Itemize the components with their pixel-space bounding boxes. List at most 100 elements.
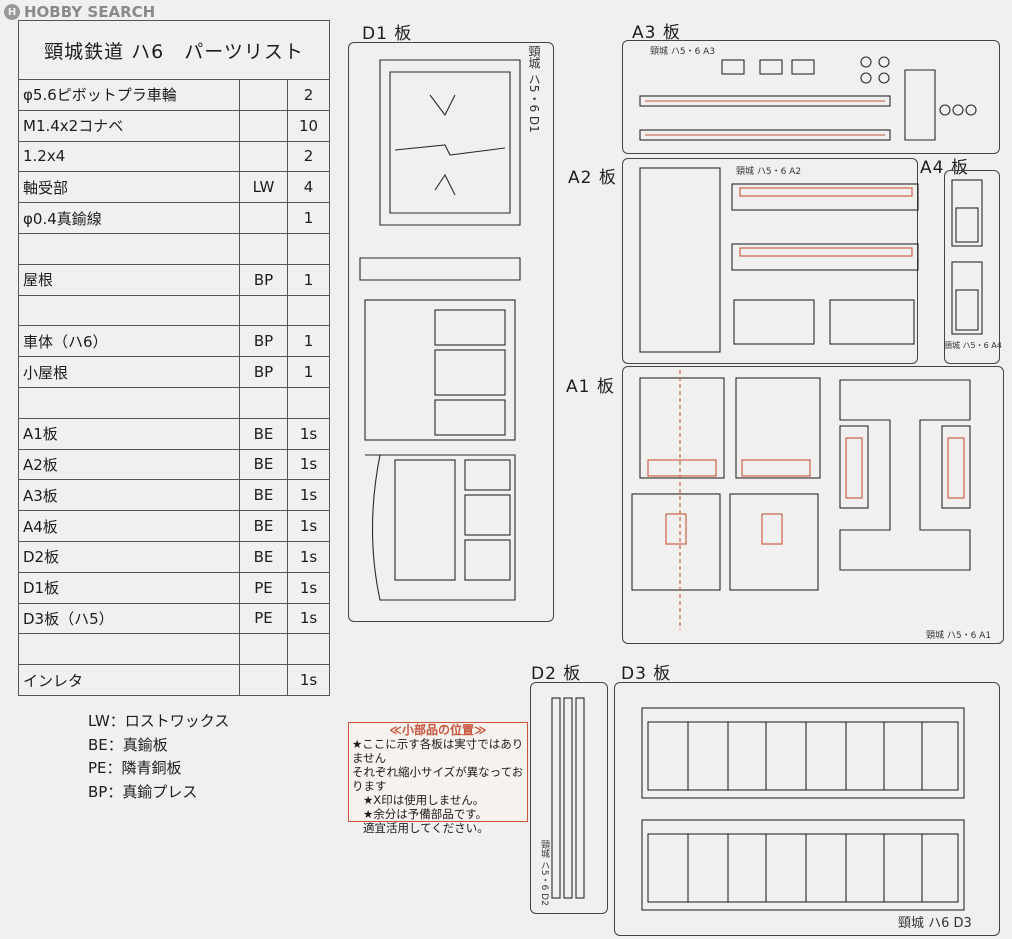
sheet-label-a2: A2 板 — [568, 168, 617, 188]
watermark-text: HOBBY SEARCH — [24, 3, 156, 21]
sheet-label-a4: A4 板 — [920, 158, 969, 178]
part-name-cell: D2板 — [18, 540, 240, 573]
part-qty-cell: 4 — [286, 171, 331, 204]
note-line: 適宜活用してください。 — [363, 821, 489, 835]
etching-sheet-d3 — [614, 682, 1000, 936]
etching-sheet-d2 — [530, 682, 608, 914]
parts-row — [18, 294, 331, 327]
sheet-label-d2: D2 板 — [531, 664, 582, 684]
part-material-cell: PE — [238, 602, 288, 635]
part-material-cell: BP — [238, 263, 288, 296]
etching-sheet-a4 — [944, 170, 1000, 364]
d1-underframe-part — [379, 59, 521, 226]
sheet-stamp-d3: 頸城 ハ6 D3 — [898, 916, 972, 931]
part-name-cell: D1板 — [18, 571, 240, 604]
part-qty-cell: 1s — [286, 571, 331, 604]
part-material-cell: BE — [238, 479, 288, 512]
part-name-cell: φ5.6ピボットプラ車輪 — [18, 79, 240, 111]
small-parts-note: ≪小部品の位置≫ ★ここに示す各板は実寸ではありません それぞれ縮小サイズが異な… — [348, 722, 528, 835]
etching-sheet-a3 — [622, 40, 1000, 154]
a3-brake-parts — [639, 56, 977, 141]
a1-highlight-lines — [647, 370, 965, 630]
parts-row: φ5.6ピボットプラ車輪 2 — [18, 79, 331, 111]
watermark: H HOBBY SEARCH — [4, 3, 155, 21]
part-name-cell: D3板（ハ5） — [18, 602, 240, 635]
part-material-cell — [238, 109, 288, 142]
note-line: ★余分は予備部品です。 — [363, 807, 488, 821]
sheet-stamp-a2: 頸城 ハ5・6 A2 — [736, 167, 802, 177]
d2-handrail-parts — [551, 697, 585, 899]
d3-side-window-panels — [641, 707, 965, 911]
sheet-stamp-a1: 頸城 ハ5・6 A1 — [926, 631, 992, 641]
material-legend: LW：ロストワックス BE：真鍮板 PE：隣青銅板 BP：真鍮プレス — [88, 710, 229, 804]
parts-row — [18, 232, 331, 265]
a2-floor-parts — [639, 167, 919, 353]
a3-highlight-lines — [645, 100, 885, 136]
part-name-cell: 車体（ハ6） — [18, 325, 240, 358]
sheet-stamp-a3: 頸城 ハ5・6 A3 — [650, 47, 716, 57]
part-name-cell: 軸受部 — [18, 171, 240, 204]
note-line: ★ここに示す各板は実寸ではありません — [352, 737, 524, 765]
part-material-cell: BE — [238, 510, 288, 542]
etching-sheet-d1 — [348, 42, 554, 622]
a2-highlight-lines — [739, 187, 913, 257]
part-name-cell: M1.4x2コナベ — [18, 109, 240, 142]
sheet-label-d1: D1 板 — [362, 24, 413, 44]
part-qty-cell: 2 — [286, 79, 331, 111]
d1-side-panels — [359, 257, 521, 601]
sheet-stamp-a4: 頸城 ハ5・6 A4 — [944, 341, 1002, 350]
sheet-label-d3: D3 板 — [621, 664, 672, 684]
parts-row: インレタ 1s — [18, 664, 331, 696]
part-material-cell: BE — [238, 448, 288, 481]
part-name-cell: 屋根 — [18, 263, 240, 296]
etching-sheet-a1 — [622, 366, 1004, 644]
part-qty-cell: 1s — [286, 448, 331, 481]
sheet-label-a1: A1 板 — [566, 377, 615, 397]
part-qty-cell — [286, 232, 331, 265]
parts-row — [18, 633, 331, 666]
legend-item: BP：真鍮プレス — [88, 782, 198, 801]
part-material-cell — [238, 232, 288, 265]
part-name-cell: インレタ — [18, 664, 240, 696]
a4-window-parts — [951, 179, 983, 335]
part-qty-cell: 10 — [286, 109, 331, 142]
part-name-cell — [18, 294, 240, 327]
note-line: それぞれ縮小サイズが異なっております — [352, 765, 524, 793]
parts-row: M1.4x2コナベ 10 — [18, 109, 331, 142]
part-material-cell: BP — [238, 325, 288, 358]
part-name-cell: 1.2x4 — [18, 140, 240, 173]
part-material-cell: BE — [238, 417, 288, 450]
hobbysearch-logo-icon: H — [4, 4, 20, 20]
part-material-cell: LW — [238, 171, 288, 204]
part-qty-cell: 1s — [286, 540, 331, 573]
a1-end-parts — [631, 377, 971, 591]
note-title: ≪小部品の位置≫ — [389, 723, 487, 737]
part-material-cell: BE — [238, 540, 288, 573]
sheet-stamp-d1: 頸城 ハ5・6 D1 — [527, 45, 541, 133]
legend-item: PE：隣青銅板 — [88, 759, 182, 777]
part-name-cell — [18, 633, 240, 666]
parts-list-title: 頸城鉄道 ハ6 パーツリスト — [18, 20, 330, 80]
part-name-cell — [18, 232, 240, 265]
sheet-stamp-d2: 頸城 ハ5・6 D2 — [539, 840, 549, 906]
note-line: ★X印は使用しません。 — [363, 793, 485, 807]
part-qty-cell: 1s — [286, 664, 331, 696]
legend-item: BE：真鍮板 — [88, 735, 168, 754]
part-qty-cell: 1s — [286, 479, 331, 512]
parts-list-title-row: 頸城鉄道 ハ6 パーツリスト — [18, 20, 330, 80]
part-name-cell: φ0.4真鍮線 — [18, 202, 240, 234]
legend-item: LW：ロストワックス — [88, 712, 230, 730]
part-name-cell: A4板 — [18, 510, 240, 542]
